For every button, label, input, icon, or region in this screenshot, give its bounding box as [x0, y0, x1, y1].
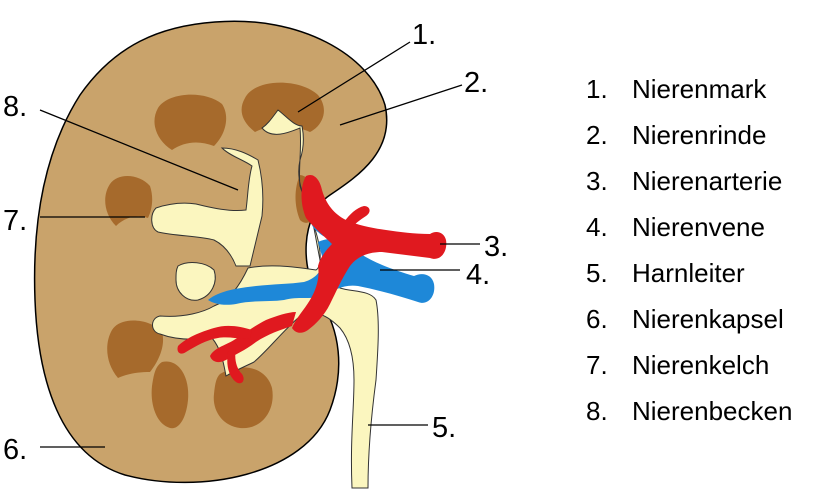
legend-label: Nierenmark — [632, 74, 766, 104]
legend-item: 5.Harnleiter — [586, 256, 792, 302]
callout-number-8: 8. — [3, 91, 27, 123]
legend-item: 1.Nierenmark — [586, 72, 792, 118]
legend-number: 7. — [586, 348, 632, 382]
legend-number: 5. — [586, 256, 632, 290]
legend-label: Nierenkelch — [632, 350, 769, 380]
callout-number-7: 7. — [3, 205, 27, 237]
legend-item: 3.Nierenarterie — [586, 164, 792, 210]
legend-item: 7.Nierenkelch — [586, 348, 792, 394]
pyramid — [154, 95, 226, 150]
legend-item: 6.Nierenkapsel — [586, 302, 792, 348]
legend-label: Nierenkapsel — [632, 304, 784, 334]
kidney-diagram: 1. 2. 3. 4. 5. 6. 7. 8. — [0, 0, 560, 495]
legend-number: 8. — [586, 394, 632, 428]
legend-number: 1. — [586, 72, 632, 106]
legend-item: 2.Nierenrinde — [586, 118, 792, 164]
legend-label: Nierenvene — [632, 212, 765, 242]
callout-number-5: 5. — [432, 412, 456, 444]
legend-item: 4.Nierenvene — [586, 210, 792, 256]
legend-number: 2. — [586, 118, 632, 152]
legend-number: 6. — [586, 302, 632, 336]
callout-number-4: 4. — [466, 259, 490, 291]
legend-label: Harnleiter — [632, 258, 745, 288]
legend-number: 3. — [586, 164, 632, 198]
legend-item: 8.Nierenbecken — [586, 394, 792, 440]
callout-number-6: 6. — [3, 434, 27, 466]
legend-number: 4. — [586, 210, 632, 244]
callout-number-2: 2. — [464, 67, 488, 99]
legend-label: Nierenbecken — [632, 396, 792, 426]
callout-number-1: 1. — [412, 19, 436, 51]
legend-list: 1.Nierenmark 2.Nierenrinde 3.Nierenarter… — [586, 72, 792, 440]
legend-label: Nierenarterie — [632, 166, 782, 196]
legend-label: Nierenrinde — [632, 120, 766, 150]
